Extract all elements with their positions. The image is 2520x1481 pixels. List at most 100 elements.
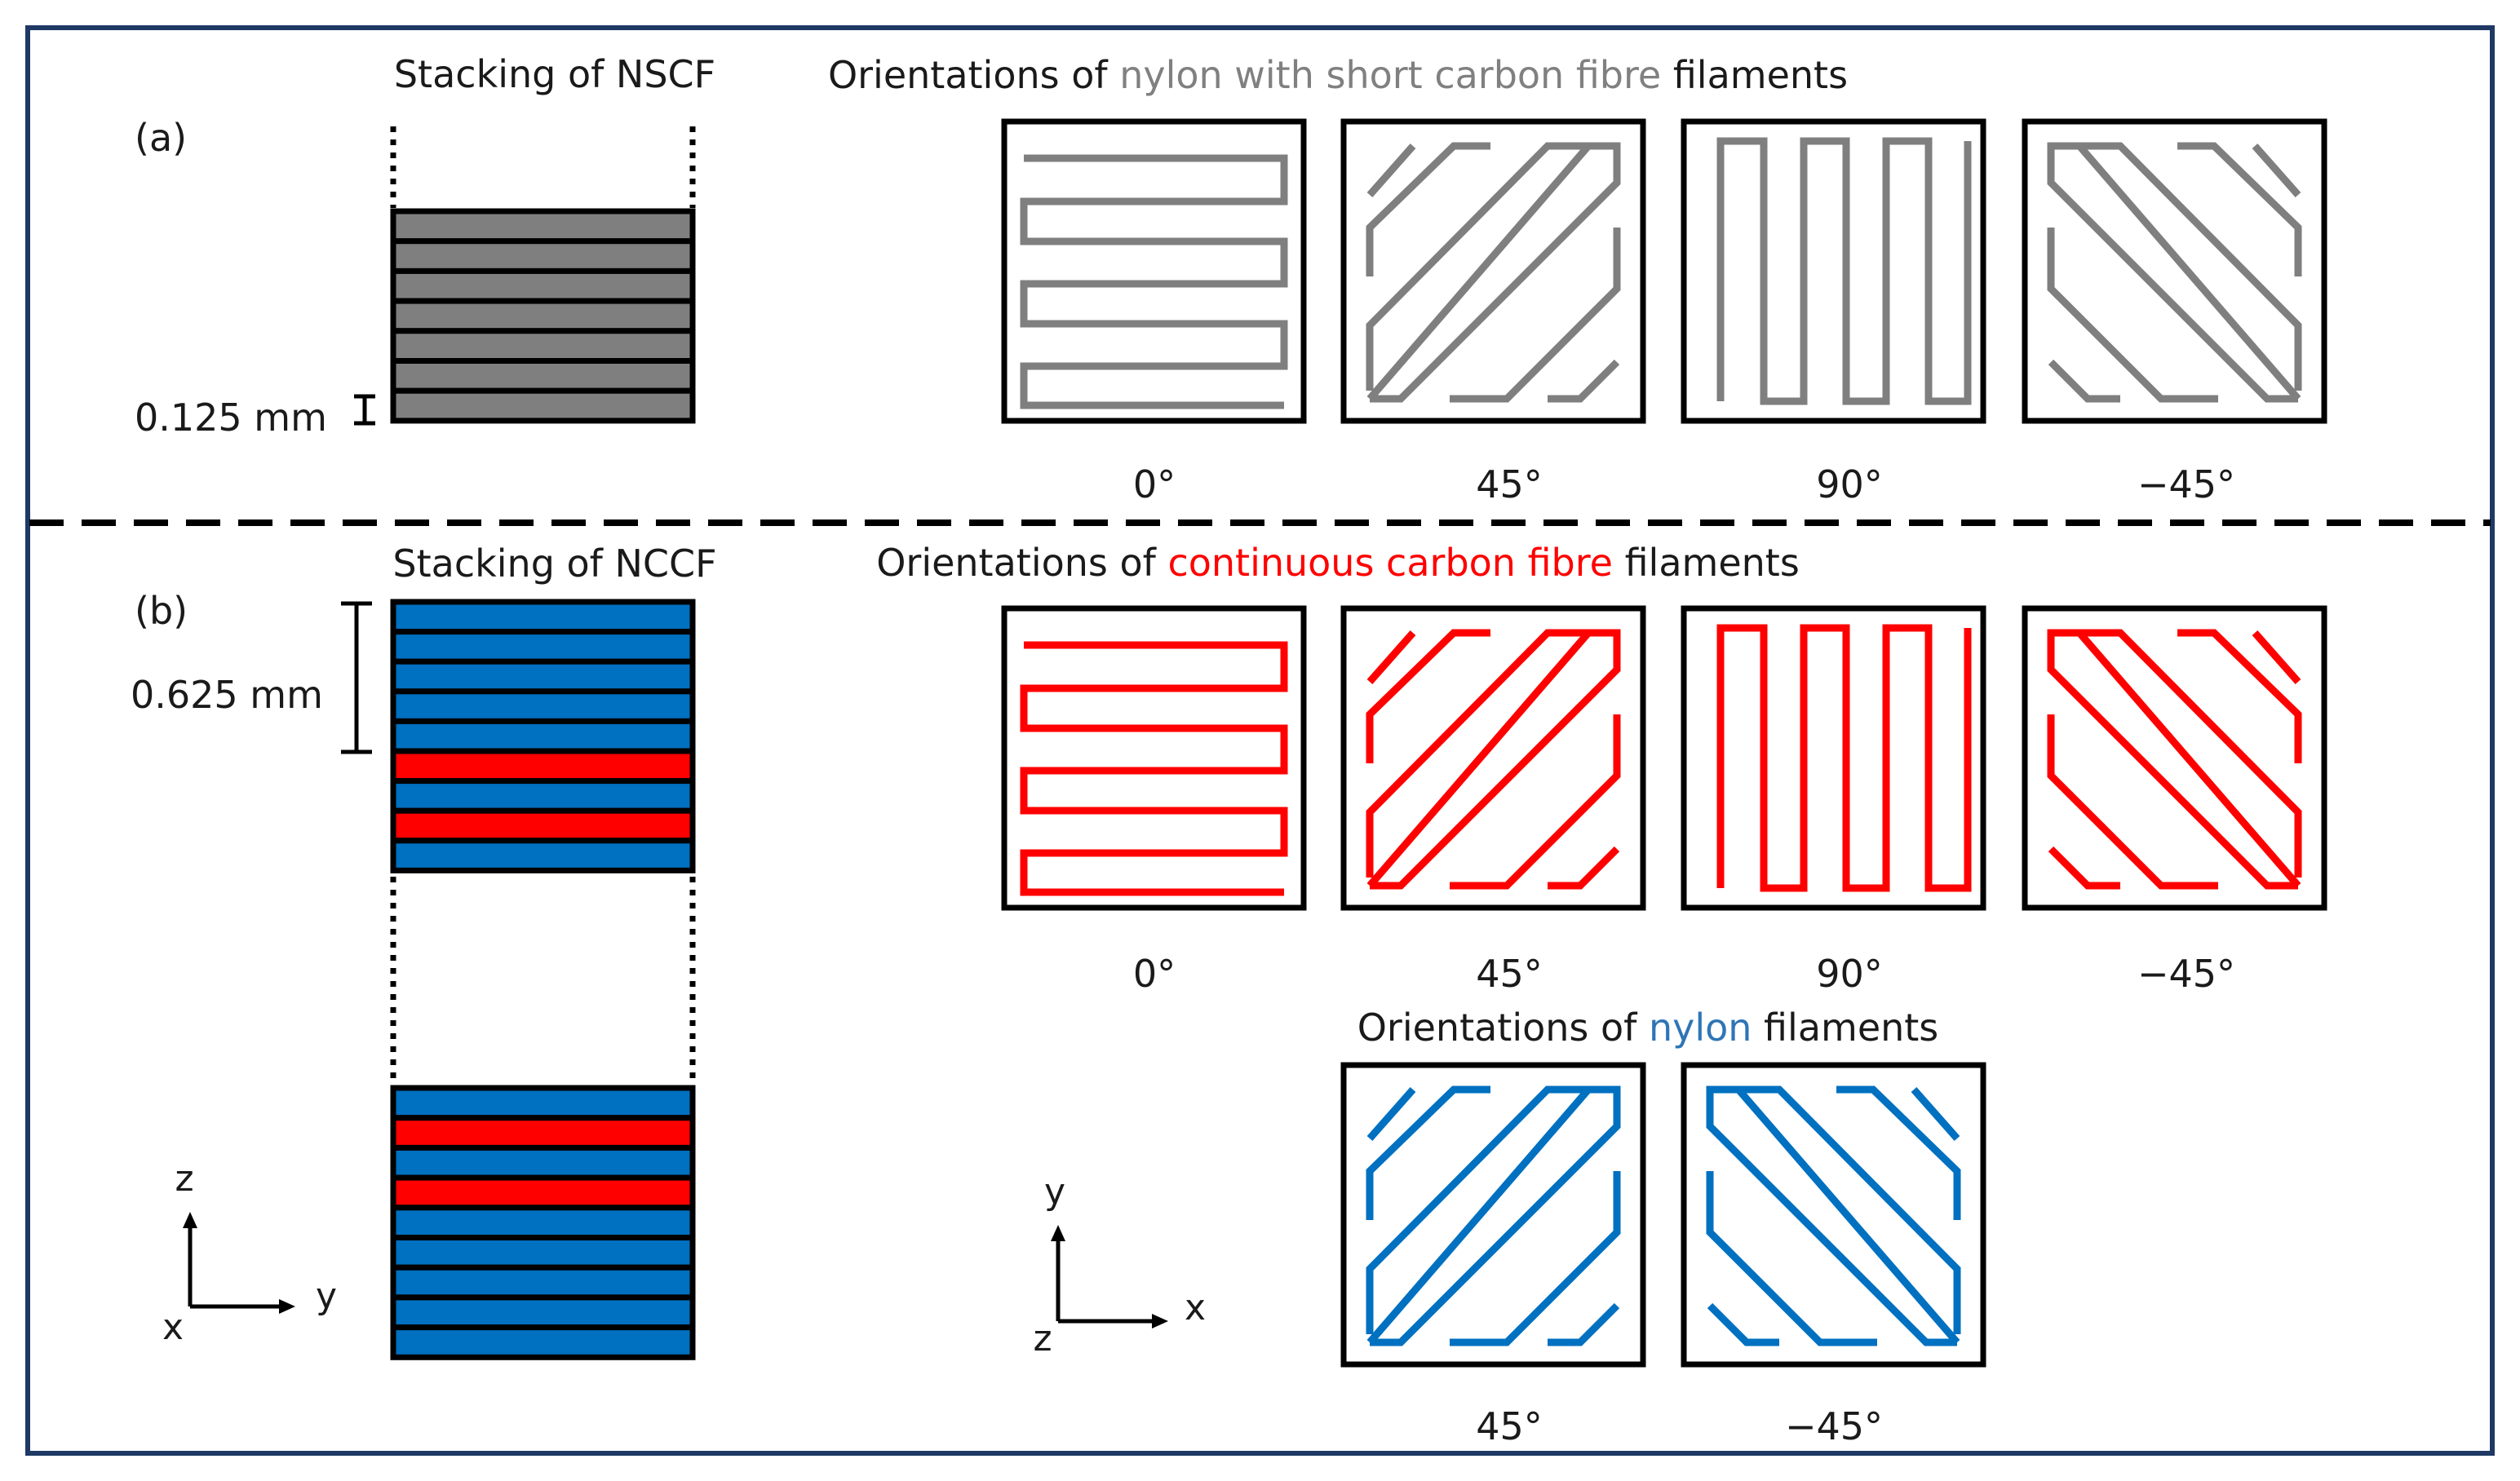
stack-layer [390, 718, 696, 754]
ccf-orientation-minus45 [2022, 605, 2327, 911]
filament-path [2071, 629, 2302, 888]
filament-path [2048, 846, 2120, 890]
filament-path [2252, 630, 2301, 684]
nscf-orientations-title: Orientations of nylon with short carbon … [828, 53, 1848, 97]
stack-layer [390, 387, 696, 424]
stack-layer [390, 599, 696, 635]
angle-label-45: 45° [1476, 462, 1543, 506]
nscf-stack-title: Stacking of NSCF [394, 52, 715, 96]
filament-path [1450, 714, 1621, 890]
nscf-orientation-0 [1001, 118, 1307, 424]
nylon-orientations-title: Orientations of nylon filaments [1357, 1006, 1939, 1050]
filament-path [1370, 1085, 1621, 1346]
stack-layer [390, 328, 696, 364]
stack-layer [390, 1115, 696, 1151]
ccf-orientations-title: Orientations of continuous carbon fibre … [876, 541, 1800, 585]
nscf-material-name: nylon with short carbon fibre [1119, 53, 1661, 97]
ccf-material-name: continuous carbon fibre [1167, 541, 1613, 585]
nscf-stack [390, 126, 696, 424]
filament-path [1707, 1302, 1779, 1346]
stack-layer [390, 1085, 696, 1121]
filament-path [1450, 1171, 1621, 1346]
filament-path [1706, 1085, 1957, 1346]
top-view-axes: y x z [1033, 1171, 1206, 1359]
ccf-orientation-45 [1340, 605, 1646, 911]
stack-layer [390, 629, 696, 665]
filament-path [2177, 629, 2302, 763]
ccf-orientation-0 [1001, 605, 1307, 911]
stack-layer [390, 838, 696, 873]
stack-layer [390, 298, 696, 334]
nylon-orientation-minus45 [1681, 1062, 1986, 1368]
side-axis-z: z [175, 1158, 193, 1200]
outer-frame [25, 25, 2495, 1456]
ccf-angle-label-0: 0° [1133, 952, 1176, 996]
panel-b: (b) Stacking of NCCF 0.625 mm z y x [131, 541, 2327, 1448]
filament-path [1366, 1085, 1490, 1220]
stack-layer [390, 1144, 696, 1181]
filament-path [1836, 1085, 1961, 1220]
stack-layer [390, 358, 696, 394]
stack-layer [390, 688, 696, 724]
stack-layer [390, 807, 696, 844]
nccf-stack [390, 599, 696, 1360]
angle-label-90: 90° [1816, 462, 1883, 506]
nccf-layers-top [390, 599, 696, 873]
filament-path [1370, 629, 1621, 890]
stack-layer [390, 267, 696, 304]
filament-path [1548, 1302, 1620, 1346]
nscf-orientation-45 [1340, 118, 1646, 424]
stack-layer [390, 748, 696, 785]
side-axis-x: x [162, 1306, 184, 1348]
nylon-orientation-45 [1340, 1062, 1646, 1368]
stack-layer [390, 1294, 696, 1331]
side-axis-y: y [316, 1275, 337, 1317]
stack-layer [390, 1205, 696, 1241]
filament-path [2047, 629, 2298, 890]
angle-label-minus45: −45° [2137, 462, 2235, 506]
filament-path [1366, 144, 1416, 197]
stack-layer [390, 1264, 696, 1301]
stack-layer [390, 1324, 696, 1360]
nylon-angle-label-minus45: −45° [1785, 1404, 1883, 1448]
nylon-angle-label-45: 45° [1476, 1404, 1543, 1448]
filament-path [1366, 142, 1597, 401]
nscf-orientation-90 [1681, 118, 1986, 424]
stack-layer [390, 1235, 696, 1271]
filament-path [1730, 1085, 1961, 1345]
nccf-layers-bottom [390, 1085, 696, 1360]
side-view-axes: z y x [162, 1158, 337, 1348]
filament-path [1366, 630, 1416, 684]
filament-path [1370, 142, 1621, 403]
panel-a: (a) Stacking of NSCF 0.125 mm Orientatio… [135, 52, 2327, 506]
filament-path [1548, 359, 1620, 403]
filament-path [1366, 142, 1490, 276]
filament-path [1366, 629, 1490, 763]
ccf-angle-label-minus45: −45° [2137, 952, 2235, 996]
filament-path [2048, 359, 2120, 403]
top-axis-x: x [1185, 1287, 1206, 1328]
filament-path [2047, 228, 2218, 403]
top-axis-y: y [1044, 1171, 1065, 1213]
filament-path [1366, 629, 1597, 888]
filament-path [1911, 1087, 1960, 1141]
stack-layer [390, 1174, 696, 1211]
stack-layer [390, 208, 696, 245]
layer-thickness-indicator [354, 394, 375, 426]
stack-layer [390, 238, 696, 274]
filament-path [2177, 142, 2302, 276]
filament-path [1706, 1171, 1877, 1346]
nccf-stack-title: Stacking of NCCF [392, 542, 716, 586]
stack-layer [390, 658, 696, 695]
stack-layer [390, 778, 696, 814]
panel-b-label: (b) [135, 589, 188, 633]
block-thickness-indicator [341, 601, 372, 754]
panel-a-label: (a) [135, 116, 187, 160]
block-thickness-label: 0.625 mm [131, 673, 323, 717]
nscf-orientation-minus45 [2022, 118, 2327, 424]
filament-path [2047, 142, 2298, 403]
nylon-material-name: nylon [1649, 1006, 1752, 1050]
filament-path [1366, 1087, 1416, 1141]
ccf-orientation-90 [1681, 605, 1986, 911]
